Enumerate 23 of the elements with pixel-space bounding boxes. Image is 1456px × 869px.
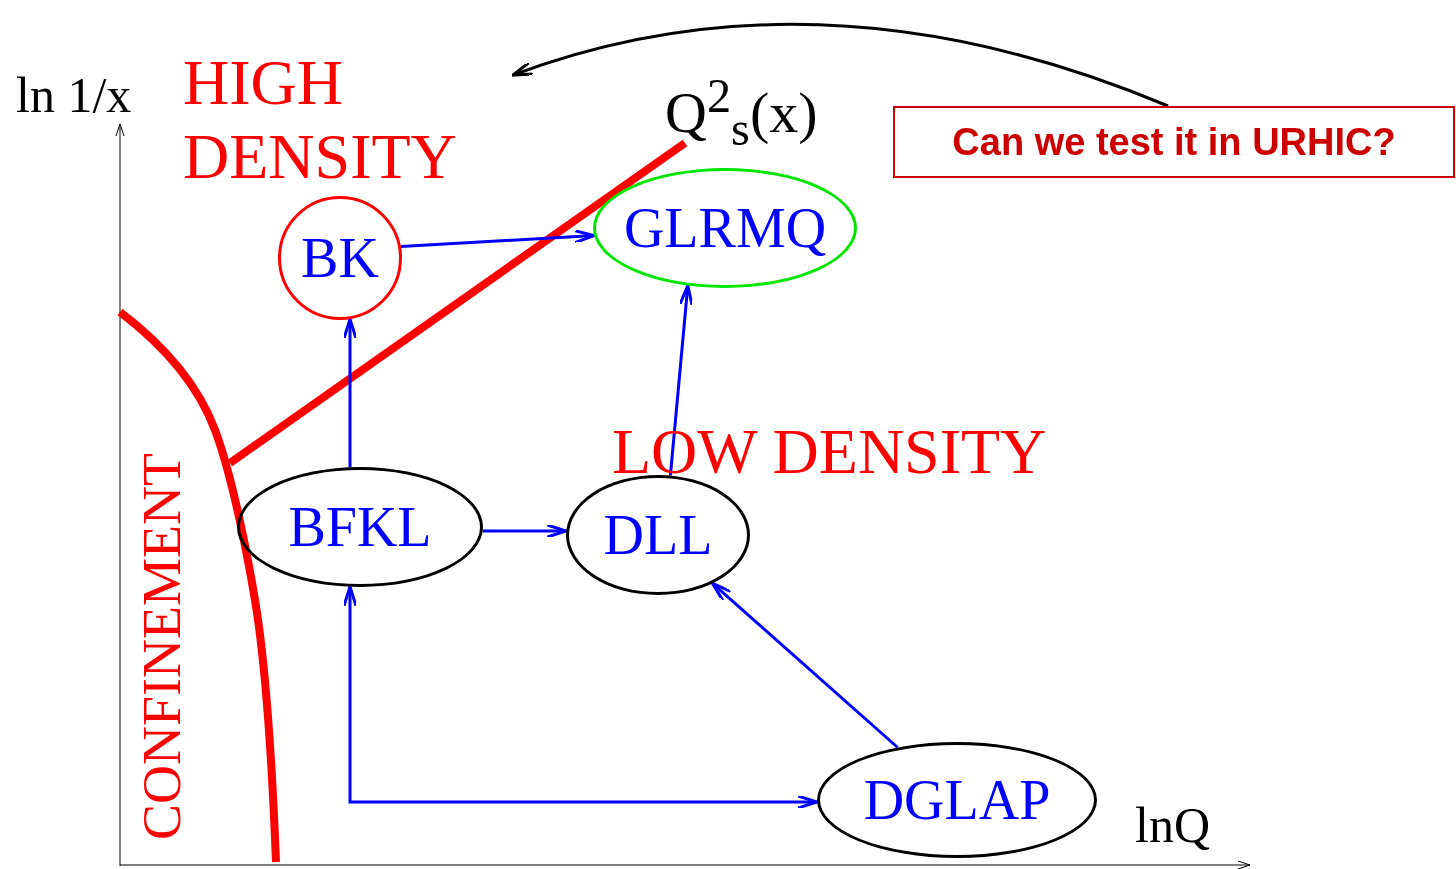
ellipse-node <box>278 196 402 320</box>
ellipse-node <box>593 168 857 288</box>
axis-label: lnQ <box>1135 800 1210 850</box>
region-label: HIGH DENSITY <box>183 46 513 194</box>
arrow <box>342 317 358 468</box>
question-box <box>893 106 1455 178</box>
ellipse-node <box>566 475 750 595</box>
arrow <box>711 581 899 749</box>
node-label: DGLAP <box>863 768 1051 832</box>
arrow <box>342 585 819 810</box>
arrow <box>400 229 596 248</box>
node-label: Can we test it in URHIC? <box>952 120 1396 164</box>
node-label: BFKL <box>288 495 432 559</box>
node-label: DLL <box>603 503 713 567</box>
node-label: BK <box>301 226 379 290</box>
arrow <box>511 23 1169 108</box>
axis-label: ln 1/x <box>16 70 132 120</box>
node-label: GLRMQ <box>623 196 827 260</box>
ellipse-node <box>237 467 483 587</box>
curve-label: Q$^{2}$$_{s}$(x) <box>665 72 818 154</box>
ellipse-node <box>817 742 1097 858</box>
region-label: CONFINEMENT <box>135 452 189 840</box>
arrow <box>482 523 568 539</box>
